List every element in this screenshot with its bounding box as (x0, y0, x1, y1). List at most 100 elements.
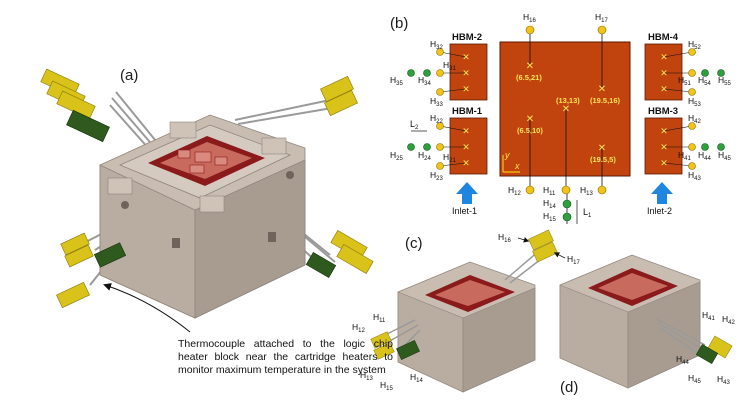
axis-y-label: y (504, 150, 510, 160)
inlet-label: Inlet-1 (452, 206, 477, 216)
sensor-label-h31: H31 (443, 60, 456, 72)
hbm-sensor-points: ✕✕✕ ✕✕✕ ✕✕✕ ✕✕✕ (462, 52, 668, 168)
inlet-2: Inlet-2 (647, 182, 673, 216)
thermocouple-connector (320, 75, 354, 103)
svg-text:✕: ✕ (462, 142, 470, 152)
sensor-dot (525, 185, 535, 195)
sensor-point: ✕ (526, 61, 534, 72)
inlet-arrow-icon (456, 182, 478, 204)
coordinate-label: (6.5,10) (517, 126, 543, 135)
hbm-green-sensors (407, 69, 725, 151)
panel-d-assembly: H41 H42 H44 H45 H43 (d) (559, 254, 735, 396)
svg-text:✕: ✕ (660, 158, 668, 168)
sensor-label-h34: H34 (418, 75, 431, 87)
sensor-label-h12: H12 (352, 322, 365, 334)
sensor-label-h23: H23 (430, 170, 443, 182)
dimension-l1: L1 (576, 200, 592, 224)
svg-text:✕: ✕ (660, 68, 668, 78)
sensor-dot (597, 185, 607, 195)
hbm-edge-sensors (436, 48, 696, 170)
thermocouple-connector (324, 89, 358, 117)
sensor-label-h13: H13 (580, 185, 593, 197)
inlet-1: Inlet-1 (452, 182, 478, 216)
svg-text:✕: ✕ (562, 104, 570, 115)
sensor-label-h35: H35 (390, 75, 403, 87)
thermocouple-connector (373, 342, 395, 360)
thermocouple-connector (64, 244, 94, 268)
sensor-label-h15: H15 (380, 380, 393, 392)
chip-sensor-points: ✕ ✕ ✕ ✕ ✕ (526, 61, 606, 154)
thermocouple-connector-green (93, 242, 127, 268)
sensor-label-h54: H54 (698, 75, 711, 87)
chip-die (194, 151, 212, 163)
sensor-label-h43: H43 (717, 374, 730, 386)
svg-text:✕: ✕ (598, 143, 606, 154)
inlet-label: Inlet-2 (647, 206, 672, 216)
panel-label-d: (d) (560, 379, 578, 396)
corner-post (261, 137, 287, 155)
panel-label-a: (a) (120, 67, 138, 84)
callout-arrow (103, 283, 191, 333)
dim-l2: L2 (410, 119, 419, 131)
sensor-label-h33: H33 (430, 96, 443, 108)
chip-die (177, 149, 191, 159)
hbm-4-block: HBM-4 (644, 32, 683, 101)
sensor-label-h41: H41 (678, 150, 691, 162)
svg-text:✕: ✕ (660, 126, 668, 136)
sensor-label-h45: H45 (718, 150, 731, 162)
svg-text:✕: ✕ (660, 142, 668, 152)
panel-b-layout: (b) ✕ ✕ ✕ ✕ ✕ (6.5,21) (13,13) (19.5,16)… (390, 12, 731, 224)
sensor-point: ✕ (562, 104, 570, 115)
sensor-label-h17: H17 (595, 12, 608, 24)
panel-a-assembly: (a) (40, 67, 374, 333)
sensor-label-h12: H12 (508, 185, 521, 197)
thermocouple-connector (336, 244, 374, 274)
sensor-label-h11: H11 (543, 185, 556, 197)
coordinate-label: (13,13) (556, 96, 580, 105)
svg-text:✕: ✕ (462, 158, 470, 168)
sensor-label-h16: H16 (498, 232, 511, 244)
hbm-sensor-leads (439, 51, 693, 167)
thermocouple-connector-green (695, 343, 719, 365)
sensor-label-h14: H14 (410, 372, 423, 384)
corner-post (169, 121, 197, 139)
port-slot (268, 232, 276, 242)
sensor-label-h17: H17 (567, 254, 580, 266)
sensor-label-h43: H43 (688, 170, 701, 182)
sensor-label-h44: H44 (698, 150, 711, 162)
sensor-label-h13: H13 (360, 370, 373, 382)
coordinate-label: (6.5,21) (516, 73, 542, 82)
sensor-label-h53: H53 (688, 96, 701, 108)
coordinate-label: (19.5,5) (590, 155, 616, 164)
sensor-point: ✕ (526, 114, 534, 125)
svg-text:✕: ✕ (526, 114, 534, 125)
sensor-label-h21: H21 (443, 152, 456, 164)
coordinate-label: (19.5,16) (590, 96, 621, 105)
bolt-hole (286, 171, 294, 179)
sensor-leads (529, 33, 603, 224)
thermocouple-note: Thermocouple attached to the logic chip … (178, 338, 393, 376)
sensor-label-h55: H55 (718, 75, 731, 87)
sensor-label-h44: H44 (676, 354, 689, 366)
thermocouple-connector-green (305, 252, 337, 278)
sensor-label-h14: H14 (543, 198, 556, 210)
sensor-point: ✕ (598, 143, 606, 154)
hbm-3-block: HBM-3 (644, 106, 683, 175)
connector-group-top-left (40, 68, 110, 143)
hbm-label: HBM-1 (452, 106, 483, 117)
connector-group-top-right (320, 75, 358, 117)
thermocouple-connector-green (396, 340, 420, 360)
dimension-l2: L2 (410, 119, 427, 132)
thermocouple-connector (528, 229, 554, 251)
panel-label-b: (b) (390, 15, 408, 32)
hbm-label: HBM-2 (452, 32, 482, 43)
thermocouple-connector (60, 232, 90, 256)
connector-group-bottom-left (56, 232, 127, 309)
sensor-dot-green (562, 212, 572, 222)
thermocouple-connector-green (66, 109, 110, 143)
thermocouple-connector (370, 331, 392, 349)
thermocouple-connector (532, 241, 558, 263)
chip-die (214, 156, 228, 166)
svg-text:✕: ✕ (598, 84, 606, 95)
